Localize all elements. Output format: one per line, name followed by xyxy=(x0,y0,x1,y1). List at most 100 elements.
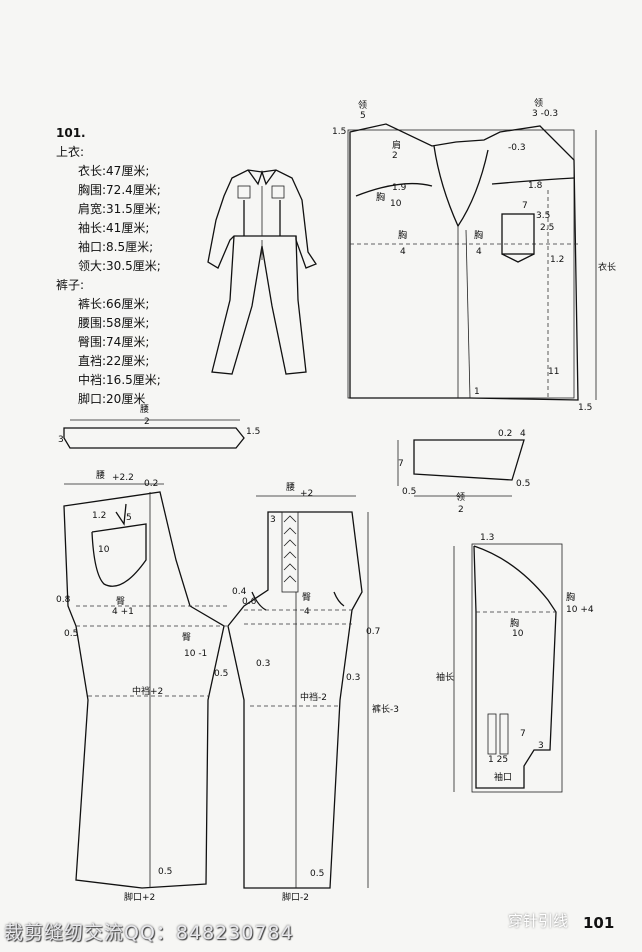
label-five: 5 xyxy=(360,111,366,121)
waistband-draft: 腰 2 3 1.5 xyxy=(58,404,260,449)
bodice-draft: 领 5 领 3 -0.3 1.5 肩 2 胸 10 胸 4 胸 4 -0.3 1… xyxy=(332,97,616,413)
label-front-10: 10 xyxy=(98,545,110,555)
label-waistband: 腰 xyxy=(140,404,149,415)
front-trouser-draft: 腰 +2.2 0.2 1.2 5 10 臀 4 +1 0.8 0.5 臀 10 … xyxy=(56,470,228,903)
pants-spec-hem: 脚口:20厘米 xyxy=(78,392,146,406)
label-band-3: 3 xyxy=(58,435,64,445)
label-ten: 10 xyxy=(390,199,402,209)
label-chest-quarter: 胸 xyxy=(398,229,407,241)
label-back-0-3: 0.3 xyxy=(256,659,270,669)
label-collar: 领 xyxy=(456,491,465,503)
label-front-hem-0-5: 0.5 xyxy=(158,867,172,877)
label-two: 2 xyxy=(392,151,398,161)
label-front-hem: 脚口+2 xyxy=(124,892,155,903)
collar-draft: 7 0.2 4 0.5 0.5 领 2 xyxy=(397,429,530,515)
label-cuff: 袖口 xyxy=(494,771,512,783)
label-waistband-2: 2 xyxy=(144,417,150,427)
label-collar-0-2: 0.2 xyxy=(498,429,512,439)
label-collar-0-5-b: 0.5 xyxy=(516,479,530,489)
label-one: 1 xyxy=(474,387,480,397)
label-2-5: 2.5 xyxy=(540,223,554,233)
label-1-9: 1.9 xyxy=(392,183,407,193)
top-spec-collar: 领大:30.5厘米; xyxy=(78,259,161,273)
label-back-hip: 臀 xyxy=(302,592,311,603)
label-3-5: 3.5 xyxy=(536,211,550,221)
watermark-logo: 穿针引线 xyxy=(508,912,569,930)
pants-spec-length: 裤长:66厘米; xyxy=(78,297,150,311)
watermark-text: 裁剪缝纫交流QQ：848230784 xyxy=(4,922,294,944)
label-sleeve-chest-2: 胸 xyxy=(510,617,519,629)
top-spec-chest: 胸围:72.4厘米; xyxy=(78,183,161,197)
label-sleeve-3: 3 xyxy=(538,741,544,751)
pattern-number: 101. xyxy=(56,126,86,140)
label-chest-back-4: 4 xyxy=(476,247,482,257)
label-seven: 7 xyxy=(522,201,528,211)
label-1-2: 1.2 xyxy=(550,255,564,265)
label-collar-0-5: 0.5 xyxy=(402,487,416,497)
pants-spec-waist: 腰围:58厘米; xyxy=(78,316,150,330)
label-front-waist-plus: +2.2 xyxy=(112,473,134,483)
outfit-illustration xyxy=(207,169,317,375)
label-front-knee: 中裆+2 xyxy=(132,685,163,697)
label-front-hip-plus: 4 +1 xyxy=(112,607,134,617)
label-chest-back: 胸 xyxy=(474,229,483,241)
label-back-0-3-b: 0.3 xyxy=(346,673,360,683)
label-collar-7: 7 xyxy=(398,459,404,469)
label-back-waist-plus: +2 xyxy=(300,489,313,499)
pants-spec-hip: 臀围:74厘米; xyxy=(78,335,150,349)
spec-block: 101. 上衣: 衣长:47厘米; 胸围:72.4厘米; 肩宽:31.5厘米; … xyxy=(56,124,206,409)
label-back-3: 3 xyxy=(270,515,276,525)
top-spec-sleeve: 袖长:41厘米; xyxy=(78,221,150,235)
label-0-8: 0.8 xyxy=(56,595,71,605)
label-0-2: 0.2 xyxy=(144,479,158,489)
label-back-hip-4: 4 xyxy=(304,607,310,617)
label-chest-front: 胸 xyxy=(376,191,385,203)
label-collar-width: 领 xyxy=(358,99,367,111)
page-number: 101 xyxy=(583,914,615,932)
label-eleven: 11 xyxy=(548,367,559,377)
label-collar-width-2: 领 xyxy=(534,97,543,109)
label-front-1-2: 1.2 xyxy=(92,511,106,521)
label-three-minus: 3 -0.3 xyxy=(532,109,558,119)
label-band-1-5: 1.5 xyxy=(246,427,260,437)
pants-spec-knee: 中裆:16.5厘米; xyxy=(78,373,161,387)
pants-title: 裤子: xyxy=(56,278,85,292)
label-back-hem-0-5: 0.5 xyxy=(310,869,324,879)
sleeve-draft: 1.3 胸 10 +4 胸 10 袖长 7 3 1 25 袖口 xyxy=(436,533,594,793)
label-1-3: 1.3 xyxy=(480,533,494,543)
label-garment-length: 衣长 xyxy=(598,261,616,273)
top-spec-shoulder: 肩宽:31.5厘米; xyxy=(78,202,161,216)
top-title: 上衣: xyxy=(56,145,85,159)
label-back-hem: 脚口-2 xyxy=(282,892,309,903)
label-back-waist: 腰 xyxy=(286,482,295,493)
label-collar-4: 4 xyxy=(520,429,526,439)
label-sleeve-1-25: 1 25 xyxy=(488,755,508,765)
label-1-5: 1.5 xyxy=(332,127,346,137)
label-front-waist: 腰 xyxy=(96,470,105,481)
label-front-5: 5 xyxy=(126,513,132,523)
label-front-0-5-b: 0.5 xyxy=(214,669,228,679)
label-1-5-hem: 1.5 xyxy=(578,403,592,413)
label-front-crotch-minus: 10 -1 xyxy=(184,649,207,659)
label-sleeve-length: 袖长 xyxy=(436,671,454,683)
top-spec-length: 衣长:47厘米; xyxy=(78,164,150,178)
back-trouser-draft: 腰 +2 3 臀 4 0.4 0.6 0.7 0.3 0.3 中裆-2 0.5 … xyxy=(227,482,399,903)
label-1-8: 1.8 xyxy=(528,181,543,191)
label-0-6: 0.6 xyxy=(242,597,257,607)
label-front-0-5: 0.5 xyxy=(64,629,78,639)
label-collar-2: 2 xyxy=(458,505,464,515)
label-back-knee: 中裆-2 xyxy=(300,691,327,703)
label-sleeve-chest: 胸 xyxy=(566,591,575,603)
label-sleeve-7: 7 xyxy=(520,729,526,739)
pants-spec-rise: 直裆:22厘米; xyxy=(78,354,150,368)
label-shoulder: 肩 xyxy=(392,139,401,151)
label-sleeve-ten: 10 xyxy=(512,629,524,639)
label-0-7: 0.7 xyxy=(366,627,380,637)
label-pants-length: 裤长-3 xyxy=(372,703,399,715)
top-spec-cuff: 袖口:8.5厘米; xyxy=(78,240,154,254)
label-sleeve-chest-plus: 10 +4 xyxy=(566,605,594,615)
label-chest-4: 4 xyxy=(400,247,406,257)
label-front-hip: 臀 xyxy=(116,596,125,607)
